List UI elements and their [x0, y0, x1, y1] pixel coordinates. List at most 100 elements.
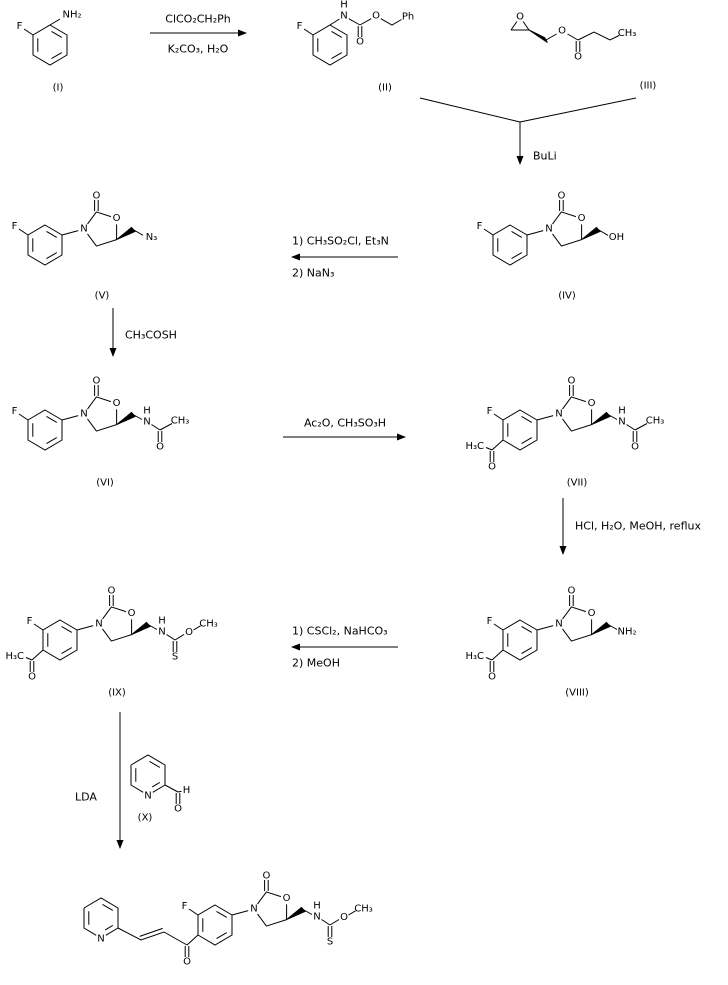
bond — [302, 909, 313, 915]
reagent-step2: BuLi — [533, 150, 557, 163]
benzene-ring — [27, 224, 63, 266]
bond — [193, 625, 201, 631]
atom-O-carbonyl: O — [557, 191, 565, 202]
atom-O-carbonyl: O — [567, 376, 575, 387]
pyridine-ring — [83, 897, 119, 936]
atom-O-acetyl: O — [488, 672, 496, 683]
oxazolidinone: N O O NH₂ — [555, 586, 637, 642]
bond — [188, 908, 199, 916]
atom-O-carbonyl: O — [574, 52, 582, 63]
atom-NH2: NH₂ — [62, 10, 81, 21]
oxazolidinone: N O O N H O CH₃ — [555, 376, 664, 453]
bond — [33, 623, 44, 631]
benzene-ring — [502, 619, 538, 661]
bond — [380, 18, 402, 26]
bond — [49, 18, 61, 26]
atom-F: F — [17, 21, 23, 32]
compound-label-VII: (VII) — [567, 478, 588, 489]
bond — [174, 634, 185, 641]
wedge-bond — [116, 412, 136, 426]
compound-label-VIII: (VIII) — [565, 688, 589, 699]
compound-V: F N O O N₃ (V) — [12, 191, 158, 302]
atom-N: N — [340, 11, 347, 22]
atom-N3: N₃ — [146, 232, 158, 243]
bond — [117, 927, 188, 946]
compound-IV: F N O O OH (IV) — [477, 191, 625, 302]
atom-O-ring: O — [588, 398, 596, 409]
double-bond — [489, 661, 495, 672]
bond — [577, 31, 620, 41]
wedge-bond — [528, 29, 548, 43]
atom-N-pyridine: N — [144, 791, 151, 802]
atom-H: H — [340, 0, 348, 11]
atom-H3C: H₃C — [465, 441, 484, 452]
reagent-step6: HCl, H₂O, MeOH, reflux — [575, 520, 701, 533]
atom-O-ester: O — [340, 912, 348, 923]
atom-S: S — [172, 652, 178, 663]
atom-N: N — [80, 224, 87, 235]
bond — [329, 18, 340, 26]
atom-H: H — [143, 406, 151, 417]
double-bond — [357, 26, 363, 37]
atom-F: F — [297, 21, 303, 32]
oxazolidinone: N O O N H S O CH₃ — [250, 871, 373, 948]
benzene-ring — [492, 224, 528, 266]
atom-CH3: CH₃ — [646, 416, 665, 427]
atom-H-aldehyde: H — [183, 785, 191, 796]
wedge-bond — [286, 907, 306, 921]
atom-O-ring: O — [588, 608, 596, 619]
atom-N: N — [555, 409, 562, 420]
pyridinyl: N — [83, 897, 119, 945]
bond — [132, 229, 144, 236]
atom-N: N — [80, 409, 87, 420]
bond — [329, 919, 340, 926]
bond — [348, 18, 361, 26]
bond — [545, 33, 557, 41]
bond — [526, 230, 544, 236]
bond — [25, 649, 44, 661]
bond — [23, 28, 34, 36]
atom-O-enone: O — [183, 957, 191, 968]
atom-F: F — [477, 221, 483, 232]
bond — [147, 624, 158, 630]
atom-N-thiocarbamate: N — [313, 912, 320, 923]
reagent-step8: LDA — [75, 791, 97, 804]
double-bond — [327, 926, 333, 937]
atom-O-ring: O — [113, 213, 121, 224]
atom-N-thiocarbamate: N — [158, 627, 165, 638]
atom-NH2: NH₂ — [617, 627, 636, 638]
atom-O-amide: O — [631, 442, 639, 453]
bond — [485, 649, 504, 661]
bond — [634, 423, 648, 431]
compound-III: O O O CH₃ (III) — [510, 12, 656, 92]
atom-F: F — [12, 406, 18, 417]
atom-CH3: CH₃ — [618, 28, 637, 39]
bond — [348, 910, 356, 916]
bond — [597, 229, 609, 236]
bond — [536, 415, 554, 421]
compound-VI: F N O O N H O CH₃ (VI) — [12, 376, 190, 489]
atom-O-carbonyl: O — [92, 191, 100, 202]
atom-F: F — [182, 901, 188, 912]
epoxide-ring — [510, 21, 530, 31]
atom-O-ring: O — [113, 398, 121, 409]
reagent-step4: CH₃COSH — [125, 329, 177, 342]
atom-O-amide: O — [156, 442, 164, 453]
benzene-ring — [197, 904, 233, 946]
compound-VIII: F O H₃C N O O NH₂ (VIII) — [465, 586, 636, 699]
bond — [164, 784, 182, 793]
wedge-bond — [591, 412, 611, 426]
bond — [61, 230, 79, 236]
oxazolidinone: N O O OH — [545, 191, 624, 247]
bond — [607, 624, 618, 630]
bond — [166, 634, 176, 641]
bond — [483, 228, 494, 236]
step-8: LDA — [75, 712, 124, 849]
oxazolidinone: N O O N H O CH₃ — [80, 376, 189, 453]
wedge-bond — [131, 622, 151, 636]
bond — [76, 625, 94, 631]
atom-O-aldehyde: O — [174, 804, 182, 815]
atom-N: N — [95, 619, 102, 630]
benzene-ring — [27, 409, 63, 451]
compound-X: N H O (X) — [130, 754, 191, 824]
